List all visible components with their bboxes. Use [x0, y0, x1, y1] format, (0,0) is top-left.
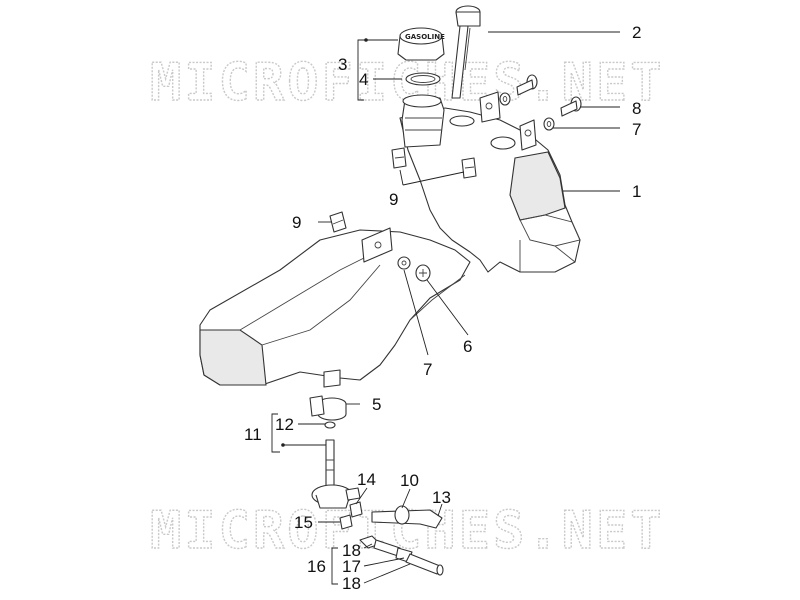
callout-9-left: 9 [292, 213, 301, 232]
callout-13: 13 [432, 488, 451, 507]
washer-side [397, 256, 411, 270]
fuel-cap: GASOLINE [397, 27, 445, 61]
callout-15: 15 [294, 513, 313, 532]
cap-label: GASOLINE [405, 33, 445, 41]
callout-18-top: 18 [342, 541, 361, 560]
screw-side [415, 264, 431, 282]
vent-hose-10 [371, 505, 443, 529]
callouts: 2 3 4 8 7 1 9 9 6 7 5 12 11 14 10 13 15 … [244, 23, 641, 593]
clip-2 [461, 157, 477, 179]
callout-17: 17 [342, 557, 361, 576]
fuel-tap-body [311, 484, 361, 509]
washer-top-2 [543, 117, 555, 131]
callout-11: 11 [244, 425, 262, 444]
callout-18-bottom: 18 [342, 574, 361, 593]
fuel-tank [199, 91, 581, 388]
callout-7-lower: 7 [423, 360, 432, 379]
brackets [271, 38, 398, 585]
clip-1 [391, 147, 407, 169]
leader-lines [298, 31, 620, 584]
callout-7-top: 7 [632, 120, 641, 139]
callout-16: 16 [307, 557, 326, 576]
fuel-gauge-sender [451, 5, 481, 99]
hose-clamp [309, 395, 347, 421]
callout-10: 10 [400, 471, 419, 490]
callout-3: 3 [338, 55, 347, 74]
small-clamp-15 [339, 514, 353, 530]
callout-2: 2 [632, 23, 641, 42]
washer-top-1 [499, 92, 511, 106]
callout-6: 6 [463, 337, 472, 356]
callout-1: 1 [632, 182, 641, 201]
callout-4: 4 [359, 70, 368, 89]
callout-9-top: 9 [389, 190, 398, 209]
callout-5: 5 [372, 395, 381, 414]
callout-14: 14 [357, 470, 376, 489]
callout-12: 12 [275, 415, 294, 434]
screw-top-2 [560, 96, 582, 117]
fuel-tap-pipe [325, 439, 335, 489]
cap-gasket [405, 72, 441, 86]
callout-8: 8 [632, 99, 641, 118]
o-ring [324, 421, 336, 429]
small-clamp-14 [349, 501, 363, 518]
clip-3 [329, 211, 347, 233]
screw-top-1 [516, 74, 538, 96]
